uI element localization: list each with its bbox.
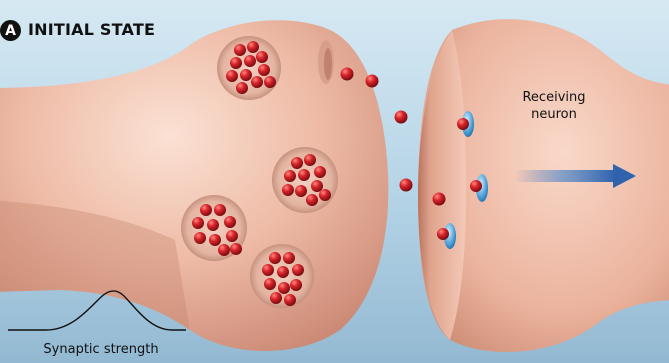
synaptic-strength-label: Synaptic strength <box>6 342 196 357</box>
panel-title: INITIAL STATE <box>28 20 155 39</box>
receiving-neuron-label: Receiving neuron <box>506 89 602 123</box>
receiving-label-line2: neuron <box>506 106 602 123</box>
panel-badge: A <box>0 20 21 41</box>
release-pore-inner <box>324 48 332 80</box>
receiving-label-line1: Receiving <box>506 89 602 106</box>
